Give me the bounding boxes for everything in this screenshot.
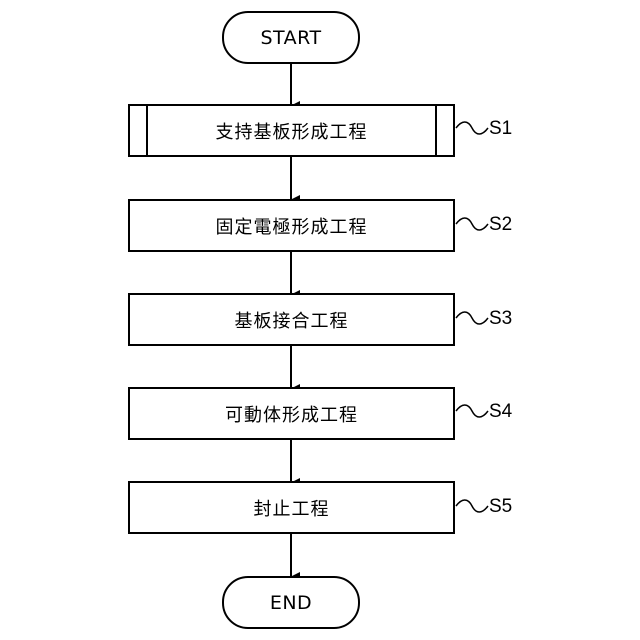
leader-s4 [456,405,488,417]
start-terminal: START [222,11,360,64]
step-s2-box: 固定電極形成工程 [128,199,455,252]
step-s5-id: S5 [489,496,512,518]
end-terminal: END [222,576,360,629]
step-s3-box: 基板接合工程 [128,293,455,346]
end-label: END [270,592,312,614]
leader-s5 [456,500,488,512]
leader-s1 [456,122,488,134]
step-s4-box: 可動体形成工程 [128,387,455,440]
step-s2-label: 固定電極形成工程 [216,213,368,239]
step-s3-id: S3 [489,308,512,330]
step-s5-box: 封止工程 [128,481,455,534]
leader-s2 [456,218,488,230]
step-s3-label: 基板接合工程 [235,307,349,333]
step-s1-box: 支持基板形成工程 [128,104,455,157]
step-s4-id: S4 [489,401,512,423]
start-label: START [260,27,321,49]
step-s1-id: S1 [489,118,512,140]
step-s2-id: S2 [489,214,512,236]
step-s1-label: 支持基板形成工程 [216,118,368,144]
step-s5-label: 封止工程 [254,495,330,521]
step-s4-label: 可動体形成工程 [225,401,358,427]
leader-s3 [456,312,488,324]
